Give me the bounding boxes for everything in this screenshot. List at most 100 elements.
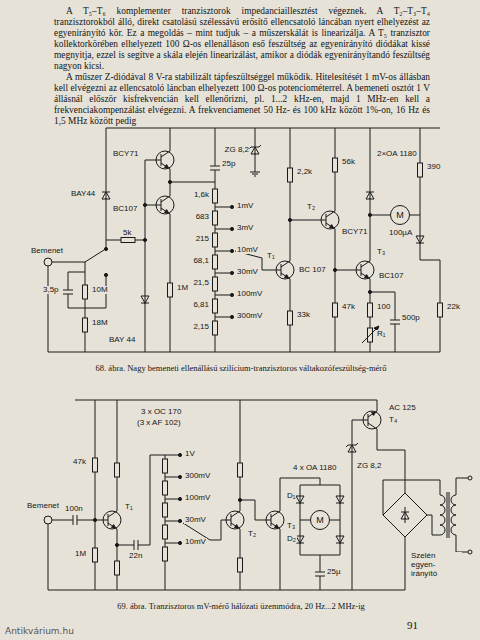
part-label: 2×OA 1180 xyxy=(376,150,418,158)
resistor-symbol xyxy=(163,481,168,495)
wire xyxy=(215,182,216,189)
wire xyxy=(63,290,73,291)
wire xyxy=(240,500,261,520)
wire xyxy=(410,215,420,216)
wire xyxy=(300,536,301,544)
part-label: 683 xyxy=(195,213,210,221)
part-label: 300mV xyxy=(184,472,211,480)
wire xyxy=(151,160,161,161)
wire xyxy=(370,342,371,352)
wire xyxy=(144,455,165,545)
resistor-symbol xyxy=(163,459,168,473)
wire xyxy=(290,128,291,168)
part-label: D₁ xyxy=(286,492,296,500)
wire xyxy=(300,520,310,521)
part-label: T₂ xyxy=(247,530,257,538)
part-label: 18M xyxy=(91,319,109,327)
part-label: T₃ xyxy=(376,248,386,256)
wire xyxy=(420,248,440,303)
wire xyxy=(77,520,83,521)
wire xyxy=(161,146,170,157)
resistor-symbol xyxy=(121,238,135,243)
junction-dot xyxy=(168,180,171,183)
paragraph: A T₅–T₆ komplementer tranzisztorok imped… xyxy=(54,6,430,72)
wire xyxy=(420,215,421,232)
junction-dot xyxy=(230,271,233,274)
wire xyxy=(335,270,336,303)
wire xyxy=(106,187,107,191)
wire xyxy=(300,532,301,536)
wire xyxy=(255,142,256,146)
resistor-symbol xyxy=(213,189,218,203)
part-label: BC 107 xyxy=(298,266,327,274)
wire xyxy=(320,555,321,566)
resistor-symbol xyxy=(213,255,218,269)
wire xyxy=(326,206,335,217)
part-label: BC107 xyxy=(378,272,404,280)
wire xyxy=(390,324,400,325)
wire xyxy=(352,440,353,444)
part-label: 1V xyxy=(184,450,196,458)
wire xyxy=(361,256,370,267)
wire xyxy=(300,485,301,492)
wire xyxy=(231,506,240,517)
wire xyxy=(420,177,421,215)
wire xyxy=(281,273,290,284)
wire xyxy=(300,492,301,496)
emitter-arrow xyxy=(372,412,376,415)
wire xyxy=(340,548,341,555)
part-label: 22k xyxy=(446,303,461,311)
wire xyxy=(352,420,358,440)
part-label: 10mV xyxy=(236,246,259,254)
resistor-symbol xyxy=(115,561,120,575)
part-label: 3,5p xyxy=(42,286,60,294)
transformer-coil xyxy=(440,495,445,535)
wire xyxy=(165,521,178,522)
wire xyxy=(215,317,230,318)
transformer-coil xyxy=(451,495,456,535)
resistor-symbol xyxy=(213,233,218,247)
wire xyxy=(255,146,256,154)
wire xyxy=(300,485,340,486)
resistor-symbol xyxy=(368,303,373,317)
wire xyxy=(145,308,146,352)
wire xyxy=(240,534,241,558)
wire xyxy=(161,163,170,174)
wire xyxy=(68,284,69,290)
part-label: D₂ xyxy=(286,535,297,543)
wire xyxy=(320,582,321,590)
wire xyxy=(67,520,73,521)
wire xyxy=(290,325,291,352)
part-label: T₁ xyxy=(124,503,134,511)
wire xyxy=(405,507,406,511)
emitter-arrow xyxy=(285,275,289,278)
wire xyxy=(395,324,396,330)
part-label: Szelén egyen-irányító xyxy=(410,552,462,578)
wire xyxy=(63,294,73,295)
resistor-symbol xyxy=(93,458,98,472)
part-label: 1,6k xyxy=(193,191,210,199)
part-label: 4 x OA 1180 xyxy=(292,464,337,472)
part-label: 100µA xyxy=(388,229,413,237)
wire xyxy=(340,532,341,536)
part-label: BC107 xyxy=(112,205,138,213)
wire xyxy=(48,590,405,591)
wire xyxy=(170,128,171,146)
wire xyxy=(145,160,151,240)
wire xyxy=(370,215,390,216)
junction-dot xyxy=(230,315,233,318)
wire xyxy=(170,219,171,283)
part-label: 30mV xyxy=(236,268,259,276)
wire xyxy=(165,499,178,500)
wire xyxy=(280,534,281,590)
emitter-arrow xyxy=(275,525,279,528)
part-label: ZG 8,2 xyxy=(224,146,250,154)
wire xyxy=(255,128,256,142)
junction-dot xyxy=(230,205,233,208)
resistor-symbol xyxy=(333,303,338,317)
part-label: T₁ xyxy=(266,252,276,260)
part-label: 100 xyxy=(376,303,391,311)
part-label: 10mV xyxy=(184,538,207,546)
emitter-arrow xyxy=(235,525,239,528)
